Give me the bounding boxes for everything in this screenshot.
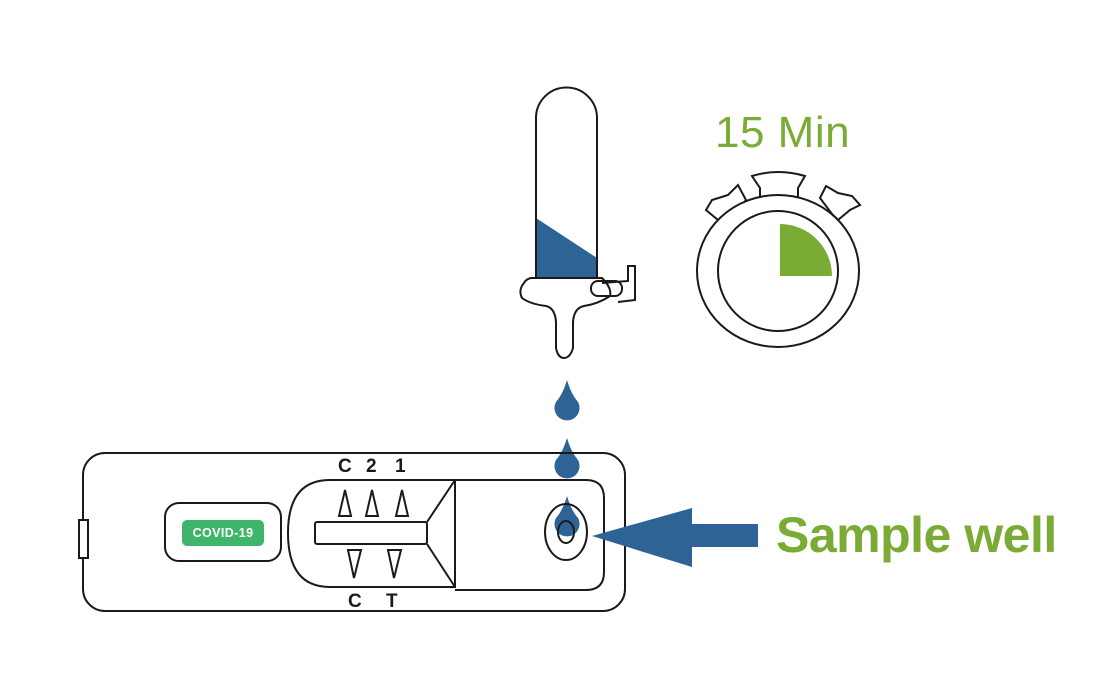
result-strip [314,521,428,545]
drops [554,380,580,537]
marker-triangle-c-top [337,489,353,517]
result-window [286,479,456,588]
dropper-clip-loop [590,280,623,297]
dropper-clip [601,265,636,303]
test-cassette [78,452,626,612]
sample-well[interactable] [544,503,588,561]
drop-icon [554,438,580,479]
strip-taper [426,479,456,588]
marker-triangle-1 [394,489,410,517]
drop-icon [554,380,580,421]
stopwatch-elapsed-wedge [780,224,832,276]
mark-top-2: 2 [366,456,377,477]
marker-triangle-2 [364,489,380,517]
stopwatch-button-right [818,184,862,222]
dropper-icon [519,86,636,360]
sample-well-label: Sample well [776,507,1057,563]
arrow-icon [592,508,758,567]
stopwatch-outer [696,194,860,348]
stopwatch-face [717,210,839,332]
dropper-liquid [536,218,597,278]
cassette-notch [78,519,89,559]
mark-top-1: 1 [395,456,406,477]
mark-top-c: C [338,456,352,477]
marker-triangle-c-bottom [346,549,363,579]
timer-label: 15 Min [715,108,851,157]
mark-bottom-c: C [348,591,362,612]
sample-well-inner [557,520,575,544]
covid-badge: COVID-19 [182,520,264,546]
sample-window [455,479,605,591]
dropper-nozzle [519,277,612,360]
badge-frame [164,502,282,562]
marker-triangle-t [386,549,403,579]
stopwatch-icon [696,171,862,348]
mark-bottom-t: T [386,591,398,612]
dropper-tube [535,86,598,278]
